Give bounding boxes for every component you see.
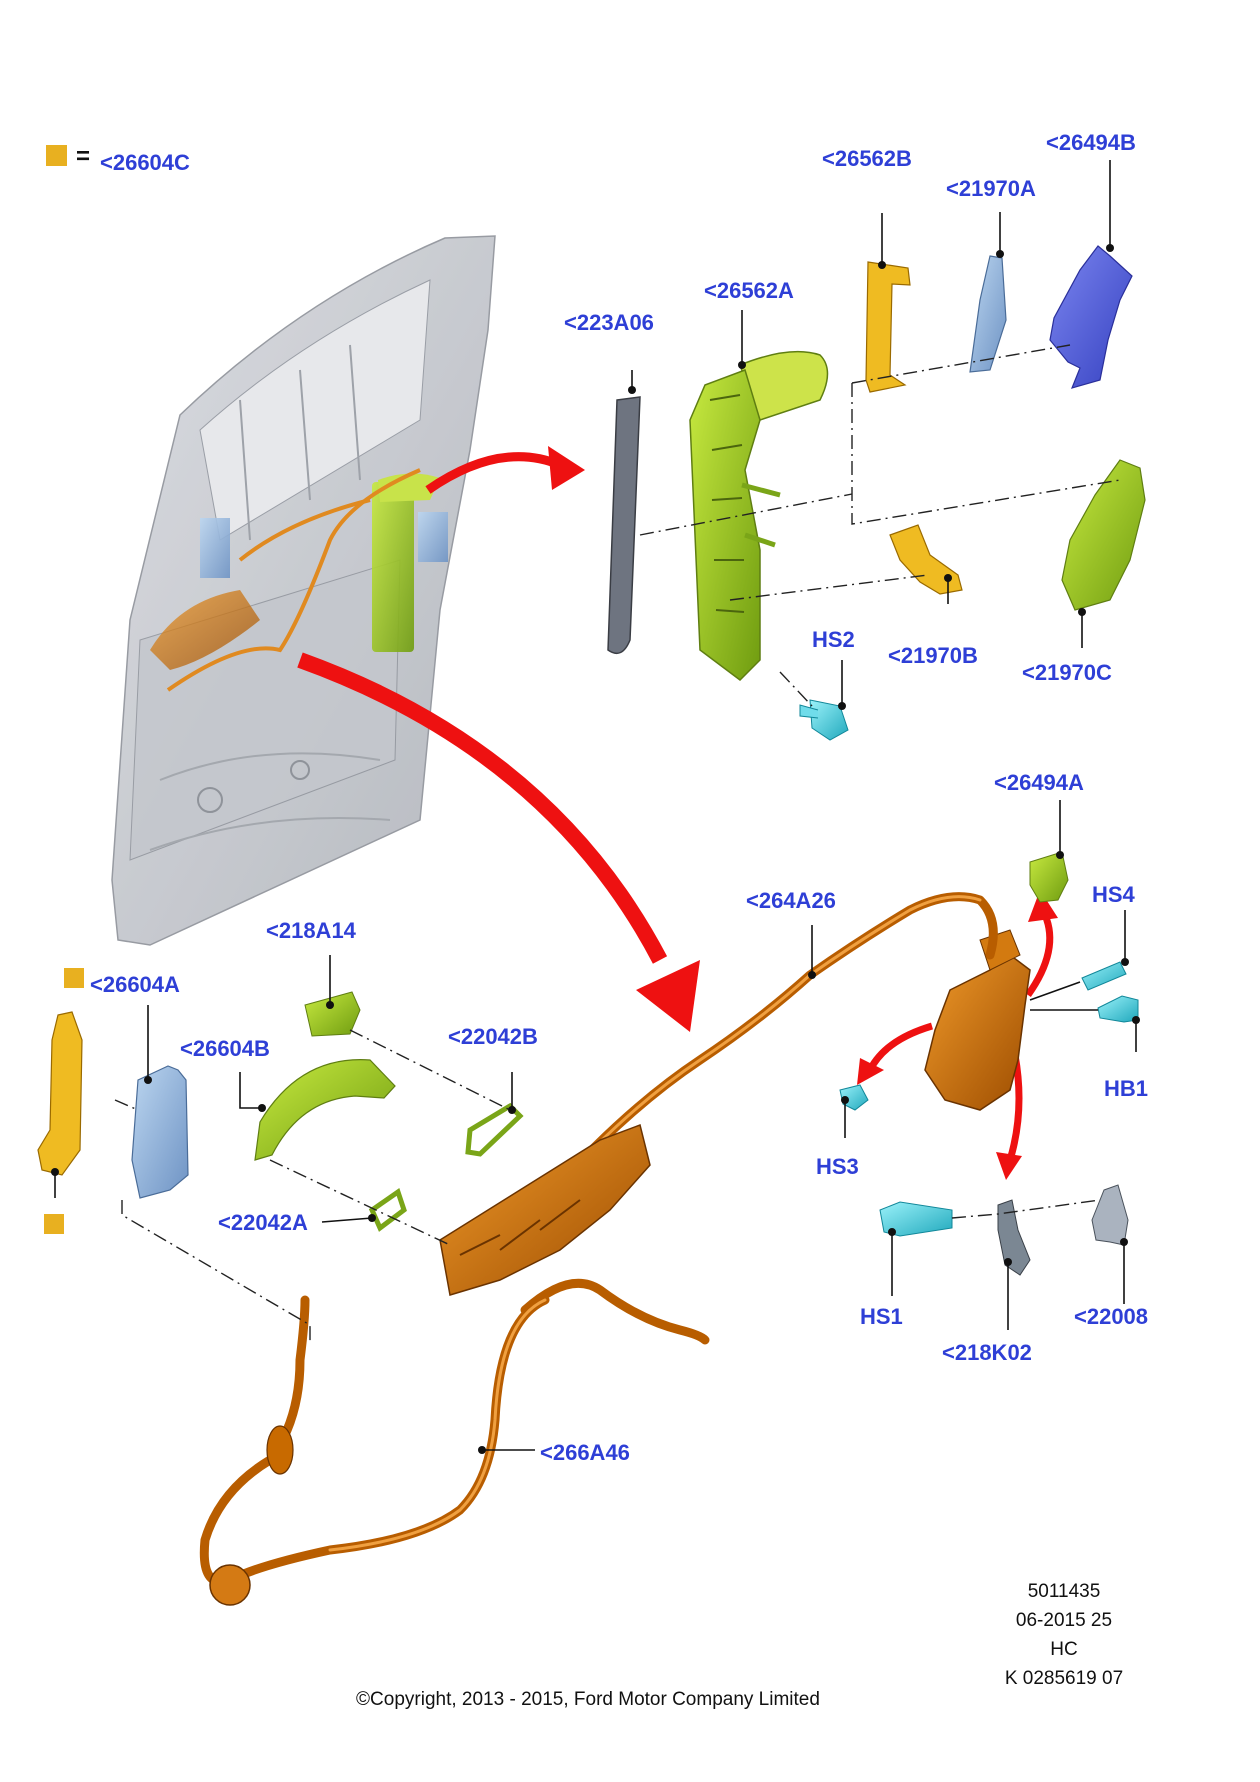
info-line-4: K 0285619 07 xyxy=(1005,1668,1123,1689)
label-266A46[interactable]: <266A46 xyxy=(540,1440,630,1465)
legend-label[interactable]: <26604C xyxy=(100,150,190,175)
label-26604B[interactable]: <26604B xyxy=(180,1036,270,1061)
part-labels: <223A06 <26562A <26562B <21970A <26494B … xyxy=(90,130,1148,1465)
part-HS4-shape[interactable] xyxy=(1081,961,1127,991)
label-218A14[interactable]: <218A14 xyxy=(266,918,357,943)
part-223A06-shape[interactable] xyxy=(607,396,641,655)
label-21970C[interactable]: <21970C xyxy=(1022,660,1112,685)
label-21970A[interactable]: <21970A xyxy=(946,176,1036,201)
label-26562A[interactable]: <26562A xyxy=(704,278,794,303)
part-22042A-shape[interactable] xyxy=(368,1188,407,1232)
label-26494A[interactable]: <26494A xyxy=(994,770,1084,795)
label-22042B[interactable]: <22042B xyxy=(448,1024,538,1049)
info-line-1: 5011435 xyxy=(1028,1581,1101,1602)
info-line-3: HC xyxy=(1050,1639,1077,1660)
lock-body xyxy=(924,954,1031,1111)
part-22008-shape[interactable] xyxy=(1091,1184,1129,1246)
door-panel xyxy=(111,235,496,946)
label-HS4[interactable]: HS4 xyxy=(1092,882,1136,907)
label-22008[interactable]: <22008 xyxy=(1074,1304,1148,1329)
direction-arrows xyxy=(297,446,1058,1180)
part-21970B-shape[interactable] xyxy=(889,524,963,595)
part-21970A-shape[interactable] xyxy=(969,255,1007,373)
handle-assembly xyxy=(37,968,524,1234)
part-21970C-shape[interactable] xyxy=(1061,459,1146,611)
label-22042A[interactable]: <22042A xyxy=(218,1210,308,1235)
part-HS2-shape[interactable] xyxy=(799,699,849,741)
part-26604B-shape[interactable] xyxy=(254,1059,396,1161)
cable-266A46 xyxy=(520,1278,710,1345)
part-26494A-shape[interactable] xyxy=(1029,851,1069,903)
legend-swatch-26604A xyxy=(64,968,84,988)
part-HB1-shape[interactable] xyxy=(1097,995,1139,1023)
label-264A26[interactable]: <264A26 xyxy=(746,888,836,913)
part-26604C-shape[interactable] xyxy=(37,1011,83,1176)
latch-bracket xyxy=(439,1124,651,1296)
label-HB1[interactable]: HB1 xyxy=(1104,1076,1148,1101)
label-HS1[interactable]: HS1 xyxy=(860,1304,903,1329)
label-223A06[interactable]: <223A06 xyxy=(564,310,654,335)
leader-lines xyxy=(51,160,1140,1454)
part-26494B-shape[interactable] xyxy=(1049,245,1133,389)
label-218K02[interactable]: <218K02 xyxy=(942,1340,1032,1365)
part-26562A-shape[interactable] xyxy=(689,350,829,681)
part-218K02-shape[interactable] xyxy=(997,1199,1031,1276)
part-218A14-shape[interactable] xyxy=(304,991,361,1037)
label-26562B[interactable]: <26562B xyxy=(822,146,912,171)
legend-swatch xyxy=(46,145,67,166)
part-22042B-shape[interactable] xyxy=(465,1102,524,1157)
part-HS1-shape[interactable] xyxy=(879,1201,953,1237)
copyright-text: ©Copyright, 2013 - 2015, Ford Motor Comp… xyxy=(356,1689,820,1710)
info-block: 5011435 06-2015 25 HC K 0285619 07 xyxy=(1005,1581,1123,1689)
legend-equals: = xyxy=(76,143,90,170)
upper-assembly xyxy=(607,245,1146,741)
part-26562B-shape[interactable] xyxy=(865,261,911,393)
lock-assembly xyxy=(839,851,1139,1276)
label-26494B[interactable]: <26494B xyxy=(1046,130,1136,155)
label-HS2[interactable]: HS2 xyxy=(812,627,855,652)
cable-assembly xyxy=(199,892,998,1606)
legend-swatch-bottom xyxy=(44,1214,64,1234)
label-26604A[interactable]: <26604A xyxy=(90,972,180,997)
label-21970B[interactable]: <21970B xyxy=(888,643,978,668)
info-line-2: 06-2015 25 xyxy=(1016,1610,1112,1631)
label-HS3[interactable]: HS3 xyxy=(816,1154,859,1179)
part-26604A-shape[interactable] xyxy=(131,1065,189,1199)
legend: = <26604C xyxy=(46,143,190,175)
